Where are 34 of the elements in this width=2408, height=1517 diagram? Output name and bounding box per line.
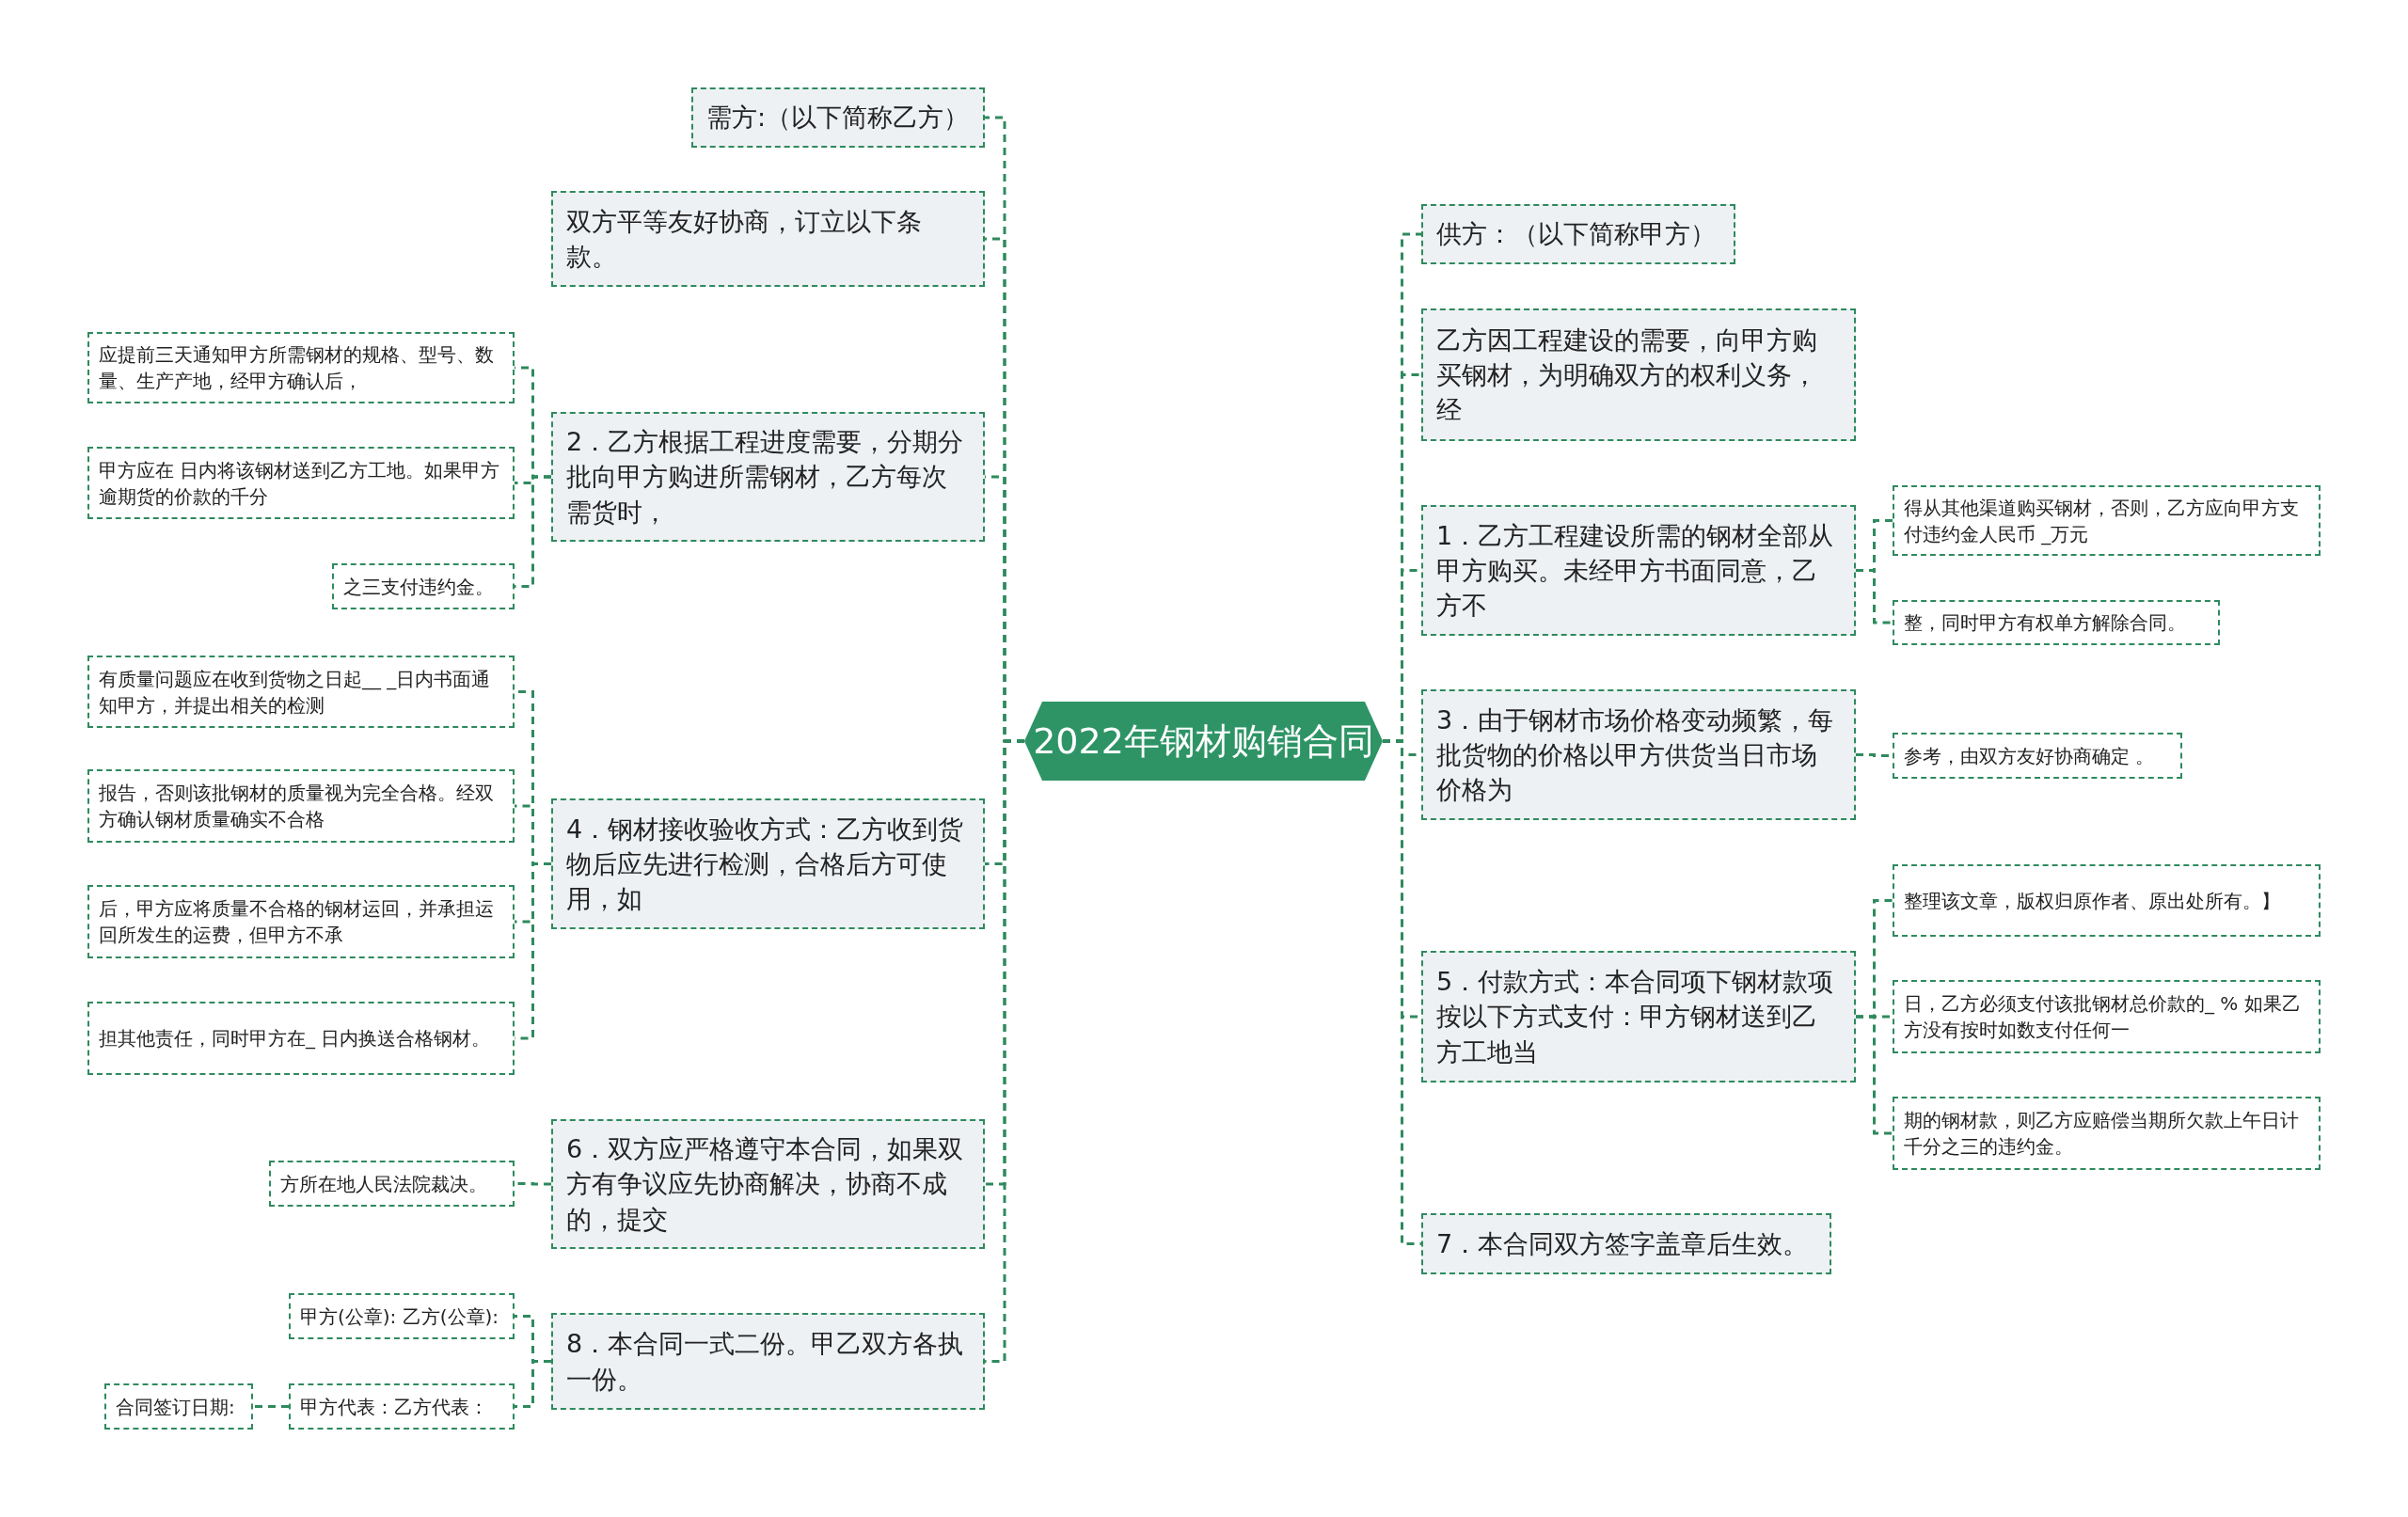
subtopic-box: 日，乙方必须支付该批钢材总价款的_ % 如果乙方没有按时如数支付任何一 [1893, 980, 2321, 1053]
topic-box: 供方：（以下简称甲方） [1421, 204, 1735, 264]
subtopic-box: 之三支付违约金。 [332, 563, 515, 609]
topic-box: 3．由于钢材市场价格变动频繁，每批货物的价格以甲方供货当日市场价格为 [1421, 689, 1856, 820]
topic-box: 5．付款方式：本合同项下钢材款项按以下方式支付：甲方钢材送到乙方工地当 [1421, 951, 1856, 1082]
connector [1856, 569, 1893, 624]
subtopic-box: 甲方(公章): 乙方(公章): [289, 1293, 515, 1339]
topic-box: 乙方因工程建设的需要，向甲方购买钢材，为明确双方的权利义务，经 [1421, 308, 1856, 441]
topic-box: 需方:（以下简称乙方） [691, 87, 985, 148]
topic-box: 6．双方应严格遵守本合同，如果双方有争议应先协商解决，协商不成的，提交 [551, 1119, 985, 1249]
connector [1856, 1015, 1893, 1135]
subtopic-box: 得从其他渠道购买钢材，否则，乙方应向甲方支付违约金人民币 _万元 [1893, 485, 2321, 556]
topic-box: 2．乙方根据工程进度需要，分期分批向甲方购进所需钢材，乙方每次需货时， [551, 412, 985, 542]
topic-box: 8．本合同一式二份。甲乙双方各执一份。 [551, 1313, 985, 1410]
subtopic-box: 甲方代表：乙方代表： [289, 1383, 515, 1430]
subtopic-box: 合同签订日期: [104, 1383, 253, 1430]
subtopic-box: 整，同时甲方有权单方解除合同。 [1893, 600, 2220, 645]
subtopic-box: 方所在地人民法院裁决。 [269, 1161, 515, 1207]
subtopic-box: 应提前三天通知甲方所需钢材的规格、型号、数量、生产产地，经甲方确认后， [87, 332, 515, 403]
subtopic-box: 报告，否则该批钢材的质量视为完全合格。经双方确认钢材质量确实不合格 [87, 769, 515, 843]
subtopic-box: 甲方应在 日内将该钢材送到乙方工地。如果甲方逾期货的价款的千分 [87, 447, 515, 519]
subtopic-box: 有质量问题应在收到货物之日起__ _日内书面通知甲方，并提出相关的检测 [87, 656, 515, 728]
subtopic-box: 期的钢材款，则乙方应赔偿当期所欠款上午日计千分之三的违约金。 [1893, 1097, 2321, 1170]
topic-box: 4．钢材接收验收方式：乙方收到货物后应先进行检测，合格后方可使用，如 [551, 798, 985, 929]
topic-box: 1．乙方工程建设所需的钢材全部从甲方购买。未经甲方书面同意，乙方不 [1421, 505, 1856, 636]
connector [515, 1360, 551, 1408]
topic-box: 双方平等友好协商，订立以下条款。 [551, 191, 985, 287]
connector [253, 1405, 289, 1408]
central-topic: 2022年钢材购销合同 [1024, 702, 1383, 781]
subtopic-box: 担其他责任，同时甲方在_ 日内换送合格钢材。 [87, 1002, 515, 1075]
topic-box: 7．本合同双方签字盖章后生效。 [1421, 1213, 1831, 1274]
subtopic-box: 整理该文章，版权归原作者、原出处所有。】 [1893, 864, 2321, 937]
subtopic-box: 参考，由双方友好协商确定 。 [1893, 733, 2182, 779]
subtopic-box: 后，甲方应将质量不合格的钢材运回，并承担运回所发生的运费，但甲方不承 [87, 885, 515, 958]
